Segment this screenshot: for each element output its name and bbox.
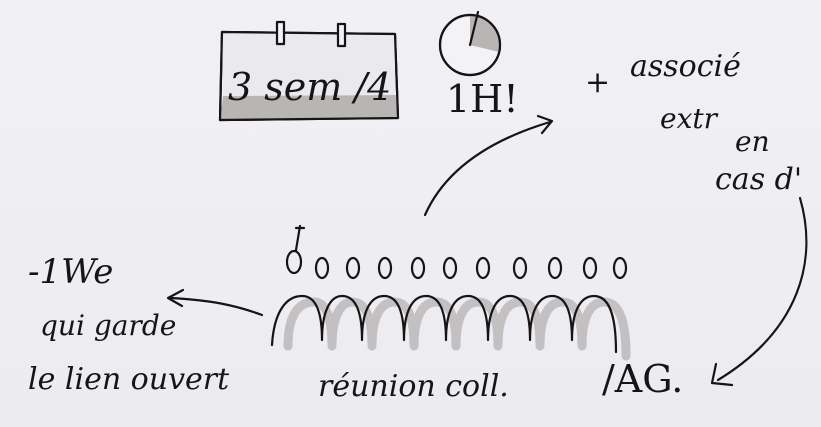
- calendar-icon: [218, 20, 400, 122]
- people-heads: [285, 224, 628, 280]
- extra-line-associe: associé: [630, 49, 741, 84]
- left-note-line-2: qui garde: [40, 309, 177, 342]
- arrow-left-icon: [166, 288, 264, 317]
- extra-line-cas: cas d': [715, 162, 803, 197]
- left-note-line-1: -1We: [28, 252, 114, 292]
- extra-line-extr: extr: [660, 102, 717, 135]
- meeting-label: réunion coll.: [318, 369, 509, 404]
- clock-label: 1H!: [446, 77, 519, 121]
- people-bodies: [270, 294, 631, 361]
- arrow-down-icon: [710, 196, 808, 387]
- clock-icon: [438, 10, 502, 77]
- left-note-line-3: le lien ouvert: [28, 362, 230, 397]
- calendar-label: 3 sem /4: [228, 65, 392, 109]
- ag-label: /AG.: [602, 357, 684, 401]
- extra-line-en: en: [735, 125, 770, 158]
- arrow-up-icon: [423, 114, 554, 217]
- extra-plus: +: [585, 65, 611, 100]
